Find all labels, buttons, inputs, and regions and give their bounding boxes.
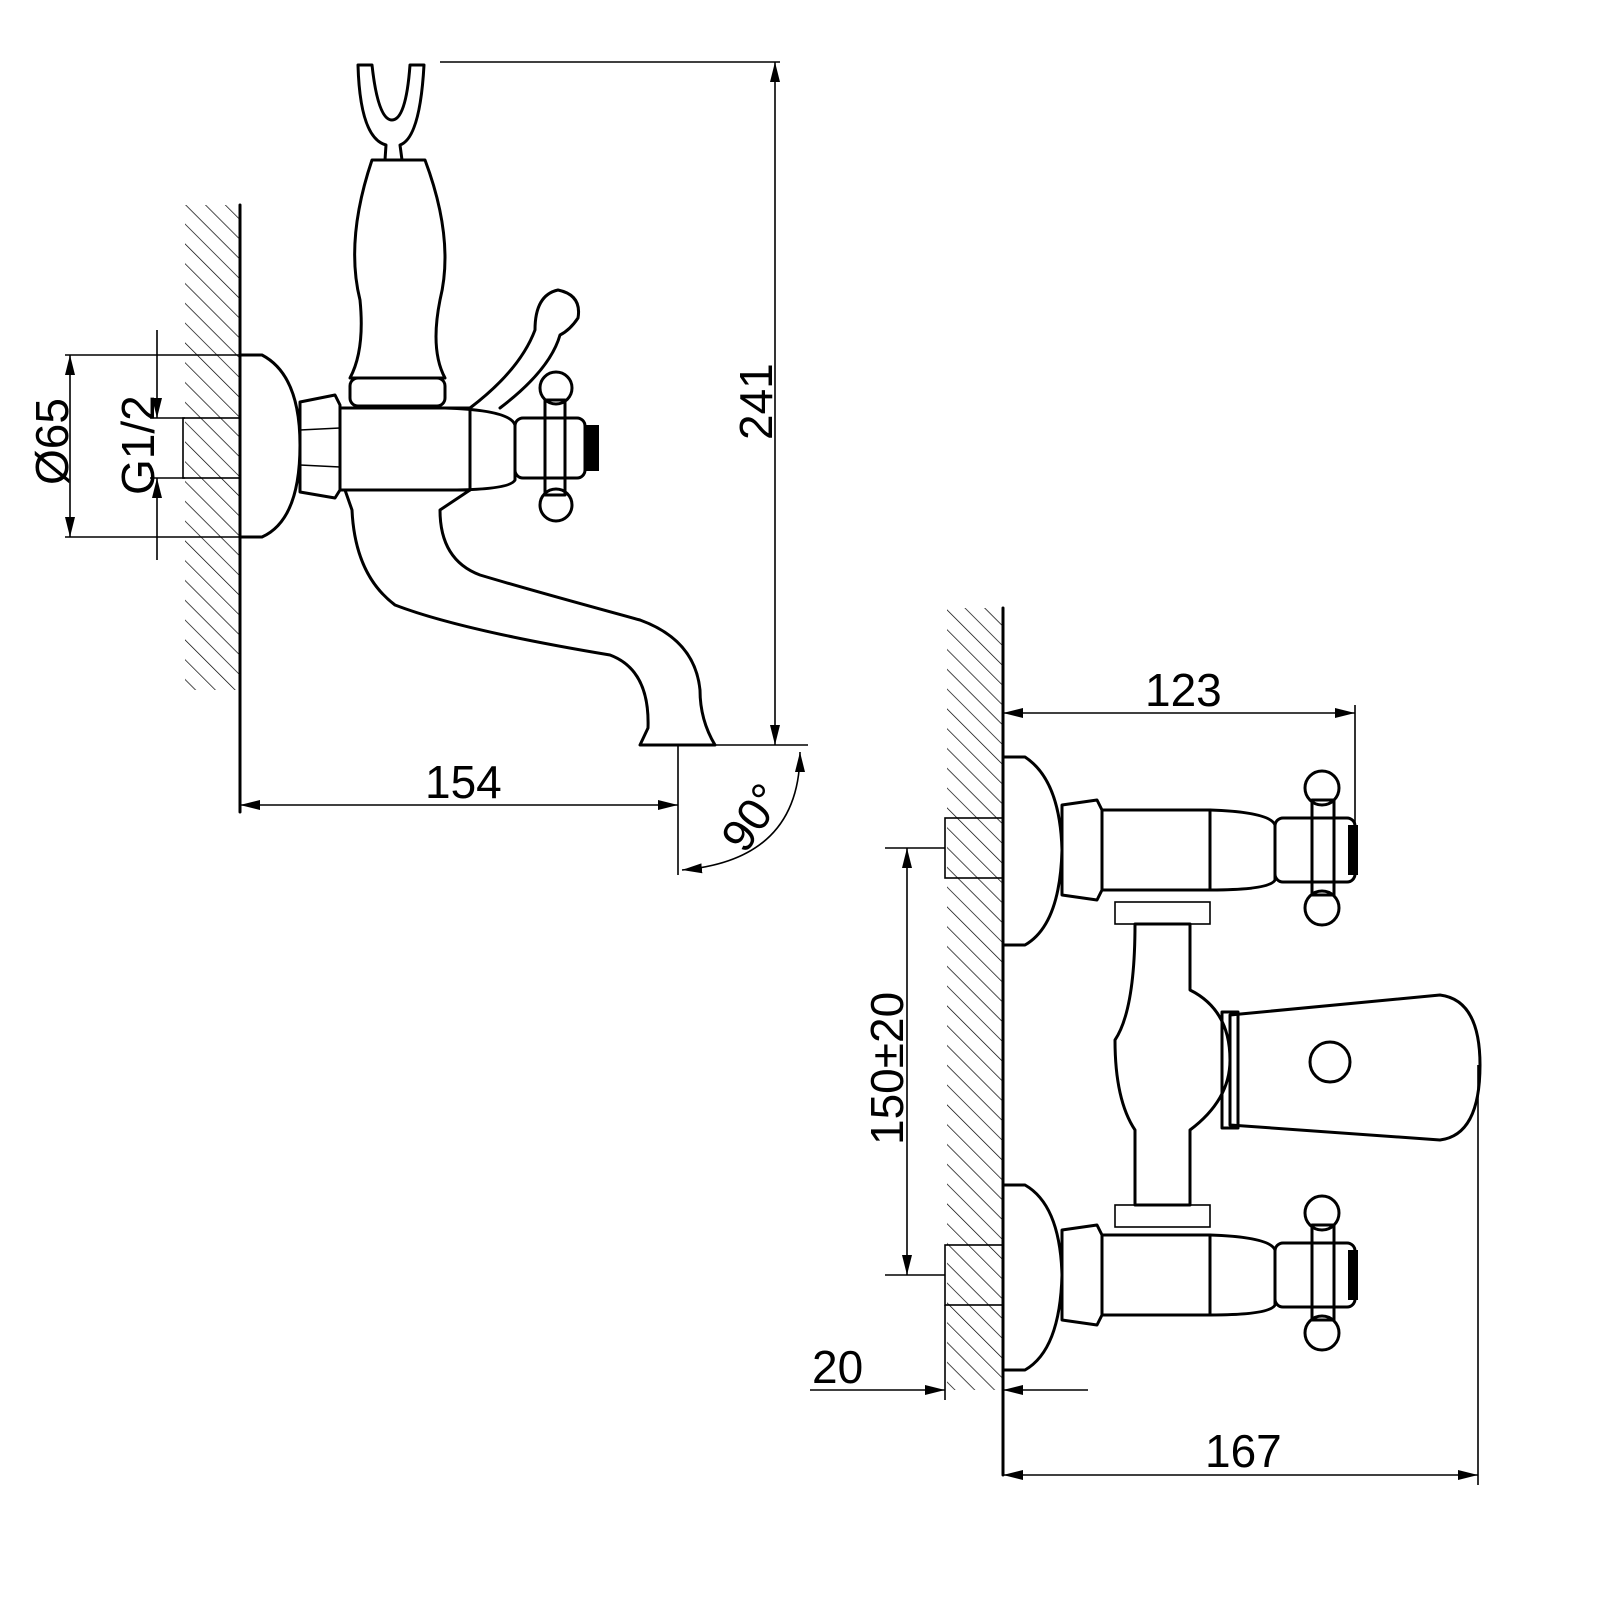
dim-angle-arc <box>681 751 805 874</box>
dim-diameter-label: Ø65 <box>26 398 78 485</box>
dim-depth-label: 154 <box>425 756 502 808</box>
cross-handle <box>513 370 599 523</box>
top-view: 123 167 150±20 20 <box>810 606 1482 1485</box>
dim-total-depth-label: 167 <box>1205 1425 1282 1477</box>
hand-shower <box>348 158 447 380</box>
spout <box>343 488 717 747</box>
lower-valve <box>1001 1183 1358 1372</box>
mixer-body <box>1113 901 1482 1228</box>
escutcheon <box>238 353 302 539</box>
dim-spacing-label: 150±20 <box>861 992 913 1145</box>
shower-holder <box>356 63 426 162</box>
wall-hatch <box>185 205 240 690</box>
dim-thread-len-label: 20 <box>812 1341 863 1393</box>
valve-body <box>338 406 472 492</box>
dim-handle-reach-label: 123 <box>1145 664 1222 716</box>
side-view: 241 154 90° Ø65 G1/2 <box>26 61 808 875</box>
thread <box>182 417 241 479</box>
diverter-lever <box>468 288 581 410</box>
dim-height-label: 241 <box>730 363 782 440</box>
wall-hatch-2 <box>947 608 1003 1390</box>
upper-valve <box>1001 755 1358 947</box>
dim-angle-label: 90° <box>711 774 793 861</box>
dim-thread-label: G1/2 <box>112 395 164 495</box>
spout-2 <box>1228 993 1482 1142</box>
hex-nut <box>298 393 342 500</box>
